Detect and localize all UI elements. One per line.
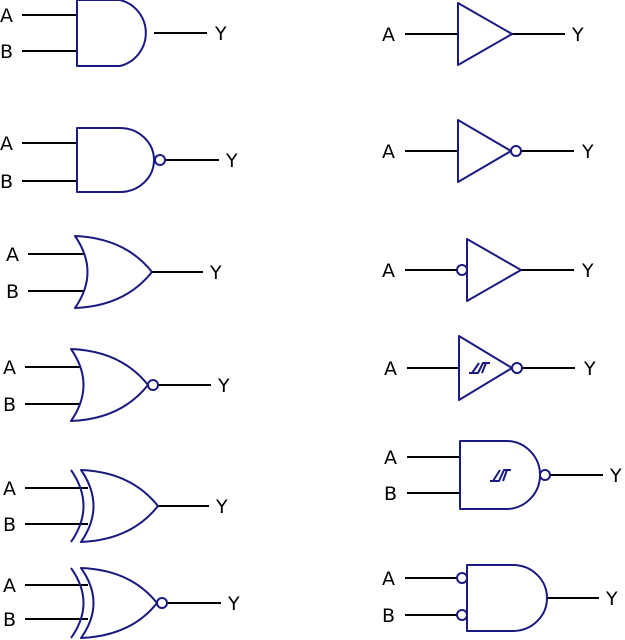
not-input-bubble-label-y: Y [581, 260, 594, 282]
not-input-bubble-gate: A Y [382, 238, 594, 302]
buffer-gate-body [457, 2, 513, 66]
buffer-gate: A Y [382, 2, 584, 66]
nor-output-bubble [147, 379, 159, 391]
schmitt-nand-output-bubble [539, 469, 551, 481]
xnor-gate-body [80, 567, 158, 639]
nand-label-y: Y [225, 150, 238, 172]
nor-label-y: Y [217, 375, 230, 397]
schmitt-not-label-y: Y [583, 358, 596, 380]
schmitt-not-gate: A Y [384, 335, 596, 401]
not-gate: A Y [382, 119, 594, 183]
not-label-y: Y [581, 141, 594, 163]
schmitt-nand-hysteresis-icon [490, 469, 511, 482]
nand-gate: A B Y [0, 127, 238, 193]
xnor-input-curve [70, 567, 85, 639]
or-label-y: Y [209, 262, 222, 284]
xor-label-b: B [3, 514, 16, 536]
nand-label-b: B [0, 171, 13, 193]
schmitt-hysteresis-icon [469, 362, 490, 374]
xor-label-y: Y [215, 496, 228, 518]
or-gate-body [74, 235, 153, 309]
and-inverted-label-y: Y [605, 588, 618, 610]
nand-label-a: A [0, 133, 13, 155]
and-inverted-label-a: A [382, 568, 395, 590]
and-inverted-inputs-gate: A B Y [382, 564, 618, 632]
not-input-bubble-gate-body [466, 238, 522, 302]
schmitt-not-output-bubble [511, 362, 523, 374]
xor-gate-body [80, 469, 159, 543]
xnor-label-y: Y [227, 593, 240, 615]
or-gate: A B Y [6, 235, 222, 309]
or-label-a: A [6, 244, 19, 266]
nor-label-b: B [3, 394, 16, 416]
nand-gate-body [76, 127, 155, 193]
schmitt-nand-label-b: B [384, 483, 397, 505]
not-input-bubble-label-a: A [382, 260, 395, 282]
not-input-bubble-circle [456, 264, 468, 276]
schmitt-not-label-a: A [384, 358, 397, 380]
and-inverted-input-b-bubble [456, 609, 468, 621]
xnor-gate: A B Y [3, 567, 240, 639]
or-label-b: B [6, 281, 19, 303]
and-inverted-gate-body [466, 564, 548, 632]
schmitt-nand-gate-body [459, 440, 541, 510]
and-label-b: B [0, 41, 13, 63]
xnor-label-a: A [3, 575, 16, 597]
nor-gate-body [70, 348, 149, 422]
schmitt-nand-gate: A B Y [384, 440, 622, 510]
schmitt-not-gate-body [458, 335, 513, 401]
and-label-a: A [0, 5, 13, 27]
schmitt-nand-label-y: Y [609, 465, 622, 487]
nor-label-a: A [3, 357, 16, 379]
xnor-output-bubble [156, 597, 168, 609]
xor-input-curve [70, 469, 85, 543]
buffer-label-a: A [382, 24, 395, 46]
buffer-label-y: Y [571, 24, 584, 46]
nor-gate: A B Y [3, 348, 230, 422]
and-label-y: Y [214, 23, 227, 45]
and-inverted-label-b: B [382, 605, 395, 627]
and-gate: A B Y [0, 0, 227, 67]
xor-gate: A B Y [3, 469, 228, 543]
and-gate-body [76, 0, 147, 67]
xnor-label-b: B [3, 609, 16, 631]
nand-output-bubble [154, 154, 166, 166]
not-gate-body [457, 119, 512, 183]
schmitt-nand-label-a: A [384, 447, 397, 469]
not-output-bubble [510, 145, 522, 157]
and-inverted-input-a-bubble [456, 572, 468, 584]
not-label-a: A [382, 141, 395, 163]
xor-label-a: A [3, 478, 16, 500]
